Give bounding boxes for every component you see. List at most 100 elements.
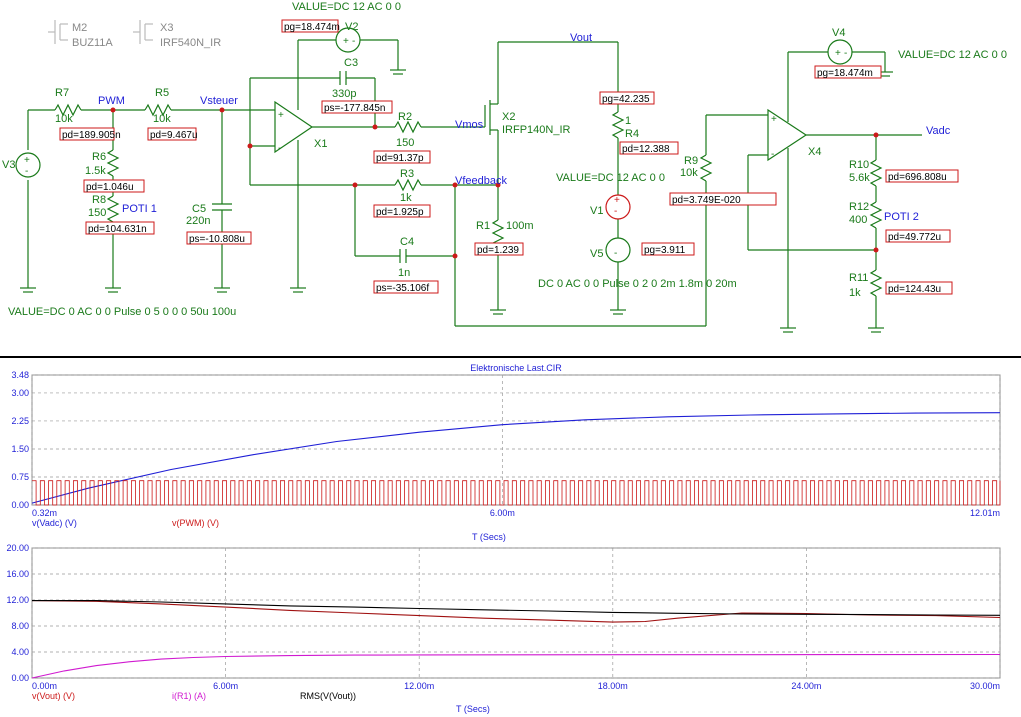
- c3-ps-annotation: ps=-177.845n: [324, 103, 385, 114]
- r2-value: 150: [396, 137, 414, 149]
- x-tick-label: 0.00m: [32, 681, 57, 691]
- r4-name: R4: [625, 128, 639, 140]
- series-i-r1-a-: [31, 653, 1001, 679]
- r1-value: 100m: [506, 220, 534, 232]
- x-tick-label: 18.00m: [598, 681, 628, 691]
- y-tick-label: 3.00: [11, 388, 29, 398]
- r6-name: R6: [92, 151, 106, 163]
- r12-pd-annotation: pd=49.772u: [888, 232, 941, 243]
- x-tick-label: 6.00m: [490, 508, 515, 518]
- y-tick-label: 0.00: [11, 673, 29, 683]
- poti1-label: POTI 1: [122, 203, 157, 215]
- y-tick-label: 8.00: [11, 621, 29, 631]
- v4-label: V4: [832, 27, 845, 39]
- y-tick-label: 20.00: [6, 543, 29, 553]
- r3-pd-annotation: pd=1.925p: [376, 207, 424, 218]
- m2-ghost-name: M2: [72, 22, 87, 34]
- v1-label: V1: [590, 205, 603, 217]
- r12-name: R12: [849, 201, 869, 213]
- r1-pd-annotation: pd=1.239: [477, 245, 519, 256]
- r11-name: R11: [849, 272, 868, 284]
- x-tick-label: 6.00m: [213, 681, 238, 691]
- plot1-legend-pwm: v(PWM) (V): [172, 518, 219, 528]
- v2-pg-annotation: pg=18.474m: [284, 22, 340, 33]
- c4-ps-annotation: ps=-35.106f: [376, 283, 429, 294]
- v5-label: V5: [590, 248, 603, 260]
- svg-text:-: -: [614, 206, 617, 217]
- y-tick-label: 3.48: [11, 370, 29, 380]
- plot2-legend-rms: RMS(V(Vout)): [300, 691, 356, 701]
- r10-value: 5.6k: [849, 172, 870, 184]
- series-v-vadc-v-: [31, 412, 1001, 504]
- r4-pd-annotation: pd=12.388: [622, 144, 670, 155]
- y-tick-label: 16.00: [6, 569, 29, 579]
- vadc-node-label: Vadc: [926, 125, 951, 137]
- x-tick-label: 12.01m: [970, 508, 1000, 518]
- svg-text:+: +: [835, 48, 841, 59]
- r4-value: 1: [625, 115, 631, 127]
- r9-pd-annotation: pd=3.749E-020: [672, 195, 741, 206]
- series-rms-v-vout-: [32, 600, 1001, 616]
- plot2-xlabel: T (Secs): [456, 704, 490, 714]
- vsteuer-node-label: Vsteuer: [200, 95, 238, 107]
- x3-ghost-name: X3: [160, 22, 173, 34]
- v5-value: DC 0 AC 0 0 Pulse 0 2 0 2m 1.8m 0 20m: [538, 278, 737, 290]
- poti2-label: POTI 2: [884, 211, 919, 223]
- v3-value: VALUE=DC 0 AC 0 0 Pulse 0 5 0 0 0 50u 10…: [8, 306, 236, 318]
- y-tick-label: 2.25: [11, 416, 29, 426]
- r8-name: R8: [92, 194, 106, 206]
- r10-pd-annotation: pd=696.808u: [888, 172, 947, 183]
- v2-value: VALUE=DC 12 AC 0 0: [292, 1, 401, 13]
- x-tick-label: 30.00m: [970, 681, 1000, 691]
- plot2-legend-ir1: i(R1) (A): [172, 691, 206, 701]
- x-tick-label: 12.00m: [404, 681, 434, 691]
- svg-text:-: -: [771, 149, 774, 160]
- r2-name: R2: [398, 111, 412, 123]
- r8-value: 150: [88, 207, 106, 219]
- y-tick-label: 4.00: [11, 647, 29, 657]
- r3-value: 1k: [400, 192, 412, 204]
- m2-ghost-model: BUZ11A: [72, 37, 113, 49]
- plot1-title: Elektronische Last.CIR: [470, 363, 562, 373]
- r7-pd-annotation: pd=189.905n: [62, 130, 121, 141]
- r1-name: R1: [476, 220, 490, 232]
- svg-text:+: +: [343, 36, 349, 47]
- plot1-xlabel: T (Secs): [472, 532, 506, 542]
- r2-pd-annotation: pd=91.37p: [376, 153, 424, 164]
- svg-text:-: -: [844, 48, 847, 59]
- vmos-node-label: Vmos: [455, 119, 484, 131]
- plot-frame: [31, 374, 1001, 506]
- plot-frame: [31, 547, 1001, 679]
- x3-ghost-model: IRF540N_IR: [160, 37, 221, 49]
- r9-name: R9: [684, 155, 698, 167]
- svg-text:+: +: [771, 114, 777, 125]
- y-tick-label: 0.75: [11, 472, 29, 482]
- c4-name: C4: [400, 236, 414, 248]
- v2-label: V2: [345, 21, 358, 33]
- plot2-legend-vout: v(Vout) (V): [32, 691, 75, 701]
- schematic: +- +- +- - +- +- +- M2 BUZ11A X3 IRF540N…: [0, 1, 1021, 358]
- r5-name: R5: [155, 87, 169, 99]
- c4-value: 1n: [398, 267, 410, 279]
- y-tick-label: 0.00: [11, 500, 29, 510]
- r9-value: 10k: [680, 167, 698, 179]
- vfeedback-node-label: Vfeedback: [455, 175, 507, 187]
- svg-text:+: +: [24, 155, 30, 166]
- c5-ps-annotation: ps=-10.808u: [189, 234, 245, 245]
- r6-pd-annotation: pd=1.046u: [86, 182, 134, 193]
- r8-pd-annotation: pd=104.631n: [88, 224, 147, 235]
- r12-value: 400: [849, 214, 867, 226]
- svg-text:-: -: [25, 166, 28, 177]
- svg-text:+: +: [278, 110, 284, 121]
- r11-value: 1k: [849, 287, 861, 299]
- vout-node-label: Vout: [570, 32, 592, 44]
- r7-value: 10k: [55, 113, 73, 125]
- c3-name: C3: [344, 57, 358, 69]
- x2-name: X2: [502, 111, 515, 123]
- x-tick-label: 0.32m: [32, 508, 57, 518]
- v4-value: VALUE=DC 12 AC 0 0: [898, 49, 1007, 61]
- series-pwm: [31, 480, 1001, 506]
- v3-label: V3: [2, 159, 15, 171]
